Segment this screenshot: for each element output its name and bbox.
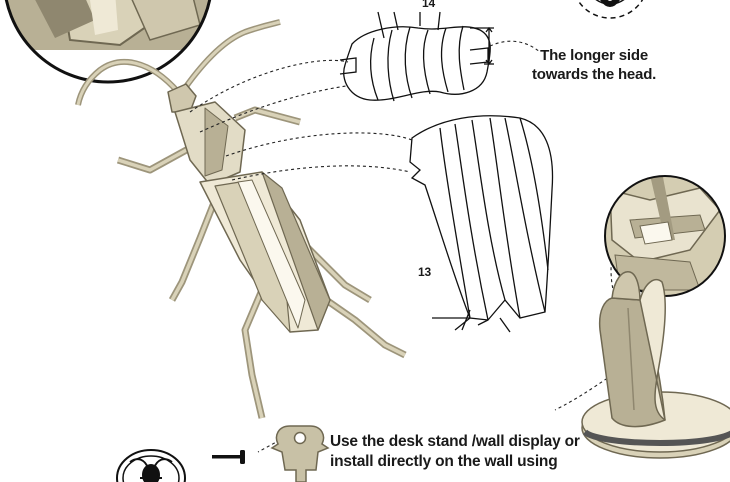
wall-hanger-icon — [272, 426, 328, 482]
step-number-badge — [572, 0, 648, 18]
mounting-instruction: Use the desk stand /wall display or inst… — [330, 432, 580, 472]
mounting-instruction-line-1: Use the desk stand /wall display or — [330, 432, 580, 452]
desk-stand — [582, 272, 730, 458]
detail-circle-top-left — [0, 0, 220, 82]
orientation-note-line-1: The longer side — [532, 46, 656, 65]
part-14-outline — [340, 12, 494, 101]
part-number-14: 14 — [422, 0, 435, 10]
mounting-instruction-line-2: install directly on the wall using — [330, 452, 580, 472]
orientation-note-line-2: towards the head. — [532, 65, 656, 84]
beetle-icon — [117, 450, 185, 482]
orientation-note: The longer side towards the head. — [532, 46, 656, 84]
part-13-outline — [410, 116, 553, 332]
nail-icon — [212, 450, 245, 464]
part-number-13: 13 — [418, 265, 431, 279]
